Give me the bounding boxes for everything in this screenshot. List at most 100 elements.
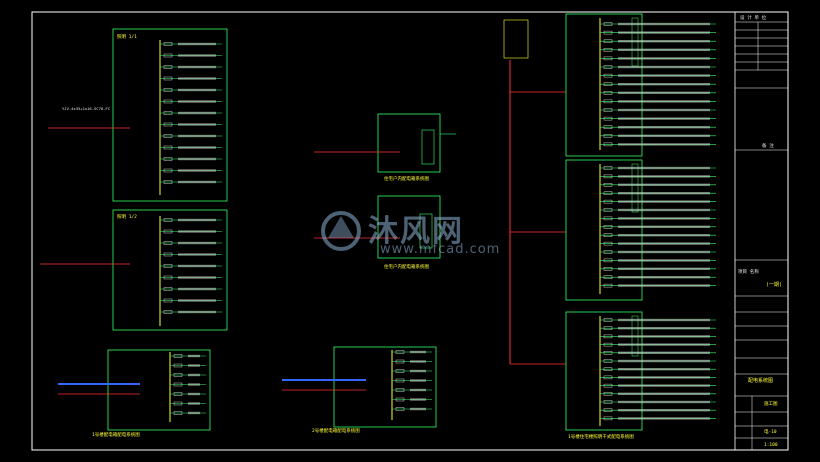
right-panel-c: 1号楼住宅楼照明干式配电系统图 [565,311,716,440]
circuit-row [600,216,716,221]
panel-lighting-2: 照明 1/2 [40,209,228,331]
right-panel-a [565,13,716,157]
circuit-row [600,116,716,121]
circuit-row [392,407,432,411]
panel-2-title: 照明 1/2 [117,214,137,220]
circuit-row [600,65,716,69]
circuit-row [160,287,222,291]
circuit-row [600,416,716,421]
panel-building-2: 2号楼配电箱配电系统图 [282,346,437,434]
right-panel-b [565,159,716,301]
circuit-row [170,382,206,387]
circuit-row [600,267,716,271]
watermark-url: www.mfcad.com [380,242,501,257]
circuit-row [600,39,716,43]
circuit-row [160,264,222,268]
panel-lighting-1: 照明 1/1 YJV-4x35+1x16-SC70-FC [48,28,228,202]
main-riser [503,19,566,365]
circuit-row [392,388,432,392]
circuit-row [600,91,716,95]
circuit-row [600,125,716,129]
circuit-row [600,241,716,246]
title-block-stage: 施工图 [764,400,778,407]
circuit-row [600,367,716,371]
circuit-row [160,99,222,104]
circuit-row [160,275,222,280]
watermark-logo-icon [321,211,361,251]
circuit-row [160,122,222,127]
circuit-row [600,318,716,322]
title-block-project-label: 项目 名称 [738,268,759,275]
right-caption: 1号楼住宅楼照明干式配电系统图 [568,433,634,440]
circuit-row [392,359,432,364]
circuit-row [160,111,222,115]
watermark-text: 沐风网 [368,214,464,249]
title-block-unit-tag: (一期) [766,282,782,288]
circuit-row [160,53,222,58]
circuit-row [160,157,222,161]
circuit-row [160,298,222,303]
circuit-row [160,218,222,222]
residential-box-top: 住宅户内配电箱系统图 [314,113,456,182]
circuit-row [160,310,222,314]
circuit-row [600,166,716,170]
mid-top-caption: 住宅户内配电箱系统图 [384,175,429,182]
circuit-row [600,392,716,396]
title-block-notes-label: 备 注 [762,142,774,149]
panel-1-title: 照明 1/1 [117,34,137,40]
circuit-row [160,229,222,234]
circuit-row [160,241,222,245]
circuit-row [600,326,716,330]
circuit-row [392,397,432,402]
circuit-row [160,145,222,150]
circuit-row [600,250,716,254]
watermark: 沐风网 www.mfcad.com [318,206,508,264]
circuit-row [600,233,716,237]
circuit-row [160,180,222,184]
circuit-row [170,411,206,415]
circuit-row [600,208,716,212]
panel-4-caption: 2号楼配电箱配电系统图 [312,427,360,434]
circuit-row [160,168,222,173]
title-block-drawing-name: 配电系统图 [748,377,773,384]
circuit-row [600,375,716,380]
circuit-row [600,275,716,279]
drawing-frame [31,11,789,451]
circuit-row [600,56,716,61]
circuit-row [170,392,206,396]
circuit-row [600,191,716,195]
circuit-row [600,383,716,388]
panel-3-caption: 1号楼配电箱配电系统图 [92,431,140,438]
circuit-row [600,408,716,412]
circuit-row [600,225,716,229]
panel-1-feeder-label: YJV-4x35+1x16-SC70-FC [62,106,110,111]
title-block-drawing-no: 电-10 [764,428,777,435]
circuit-row [600,342,716,347]
circuit-row [160,88,222,92]
circuit-row [170,354,206,358]
circuit-row [160,76,222,81]
circuit-row [160,65,222,69]
title-block: 设 计 单 位 备 注 项目 名称 (一期) 配电系统图 施工图 电-10 1:… [734,12,788,450]
circuit-row [160,42,222,46]
circuit-row [600,199,716,204]
circuit-row [392,350,432,354]
circuit-row [392,369,432,373]
circuit-row [392,378,432,383]
title-block-header: 设 计 单 位 [740,14,767,21]
circuit-row [600,134,716,138]
circuit-row [600,258,716,263]
circuit-row [170,363,206,368]
mid-bottom-caption: 住宅户内配电箱系统图 [384,263,429,270]
circuit-row [600,174,716,179]
circuit-row [600,82,716,86]
circuit-row [600,30,716,35]
circuit-row [600,73,716,78]
circuit-row [600,183,716,187]
circuit-row [600,359,716,363]
circuit-row [600,22,716,26]
circuit-row [160,134,222,138]
circuit-row [160,252,222,257]
circuit-row [600,283,716,288]
